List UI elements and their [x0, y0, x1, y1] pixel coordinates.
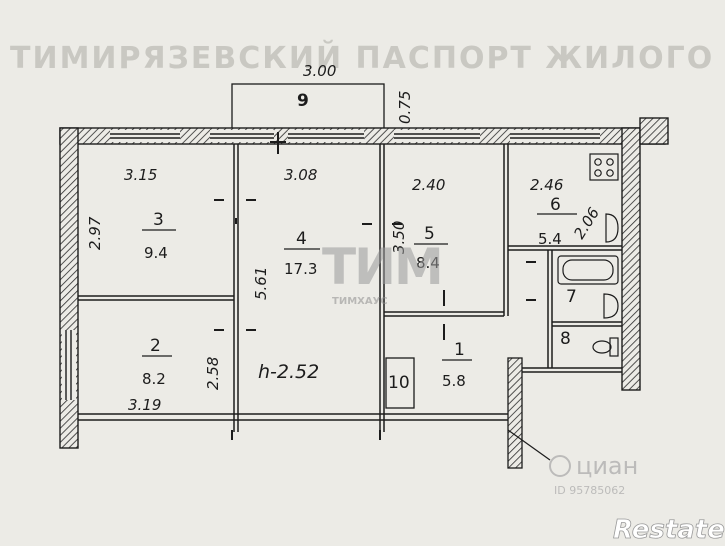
restate-watermark: Restate [613, 515, 725, 546]
cian-logo-icon [549, 455, 571, 477]
room10-number: 10 [388, 373, 410, 393]
stove-icon [589, 153, 619, 181]
room5-depth: 3.50 [390, 221, 408, 254]
balcony-depth: 0.75 [396, 91, 414, 124]
cian-brand: циан [576, 452, 638, 480]
room8-number: 8 [560, 329, 571, 349]
restate-brand: Restate [613, 515, 725, 545]
room6-width: 2.46 [530, 176, 563, 194]
room6-depth: 2.06 [570, 204, 603, 242]
room4-width: 3.08 [284, 166, 317, 184]
room4-depth: 5.61 [252, 267, 270, 300]
exterior-walls [59, 117, 669, 449]
room-number-underlines [142, 213, 577, 361]
room1-area: 5.8 [442, 372, 466, 390]
room3-width: 3.15 [124, 166, 157, 184]
room5-width: 2.40 [412, 176, 445, 194]
room2-area: 8.2 [142, 370, 166, 388]
room7-number: 7 [566, 287, 577, 307]
toilet-icon [592, 337, 619, 357]
room2-number: 2 [150, 336, 161, 356]
room-labels: 9 3 9.4 4 17.3 5 8.4 6 5.4 7 8 2 8.2 1 5… [142, 91, 577, 393]
room2-depth: 2.58 [204, 357, 222, 390]
washbasin-icon [603, 293, 619, 319]
timhaus-text: ТИМХАУС [332, 296, 388, 307]
timhaus-watermark: ТИМ ТИМХАУС [322, 238, 444, 307]
sink-icon [605, 213, 619, 243]
interior-walls [78, 144, 622, 469]
room5-number: 5 [424, 224, 435, 244]
cian-watermark: циан ID 95785062 [549, 452, 638, 497]
timhaus-logo: ТИМ [322, 238, 442, 296]
bathtub-icon [557, 255, 619, 285]
cian-id: ID 95785062 [554, 484, 625, 497]
room1-number: 1 [454, 340, 465, 360]
room9-number: 9 [297, 91, 309, 111]
room6-area: 5.4 [538, 230, 562, 248]
header-text: ТИМИРЯЗЕВСКИЙ ПАСПОРТ ЖИЛОГО [10, 40, 714, 76]
room3-area: 9.4 [144, 244, 168, 262]
door-marks [214, 132, 536, 440]
room3-depth: 2.97 [86, 216, 104, 250]
room4-number: 4 [296, 229, 307, 249]
room4-area: 17.3 [284, 260, 317, 278]
ceiling-height: h-2.52 [258, 361, 319, 383]
room5-area: 8.4 [416, 254, 440, 272]
balcony-width: 3.00 [303, 62, 336, 80]
room3-number: 3 [153, 210, 164, 230]
room6-number: 6 [550, 195, 561, 215]
room2-width: 3.19 [128, 396, 161, 414]
